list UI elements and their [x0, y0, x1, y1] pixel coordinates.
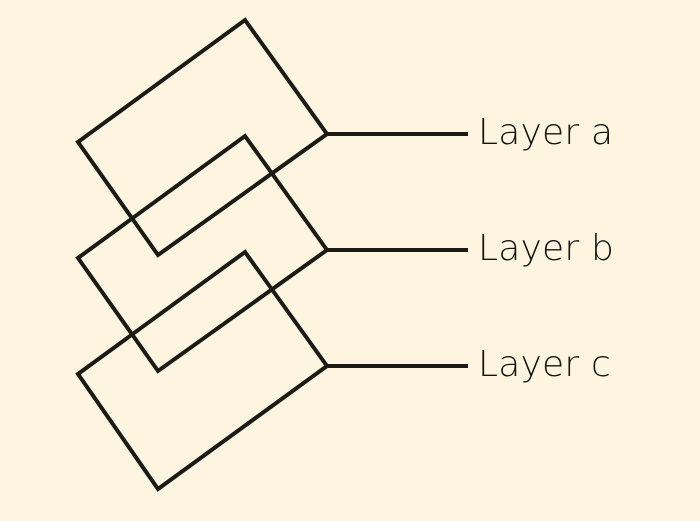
layer-label-b: Layer b — [478, 228, 614, 269]
layer-label-c: Layer c — [478, 344, 611, 385]
layer-group-c[interactable]: Layer c — [75, 249, 611, 492]
layer-group-a[interactable]: Layer a — [75, 17, 613, 258]
layer-plane-a[interactable] — [75, 17, 330, 258]
layer-group-b[interactable]: Layer b — [75, 133, 614, 374]
layer-label-a: Layer a — [478, 112, 613, 153]
layer-plane-b[interactable] — [75, 133, 330, 374]
layer-plane-c[interactable] — [75, 249, 330, 492]
